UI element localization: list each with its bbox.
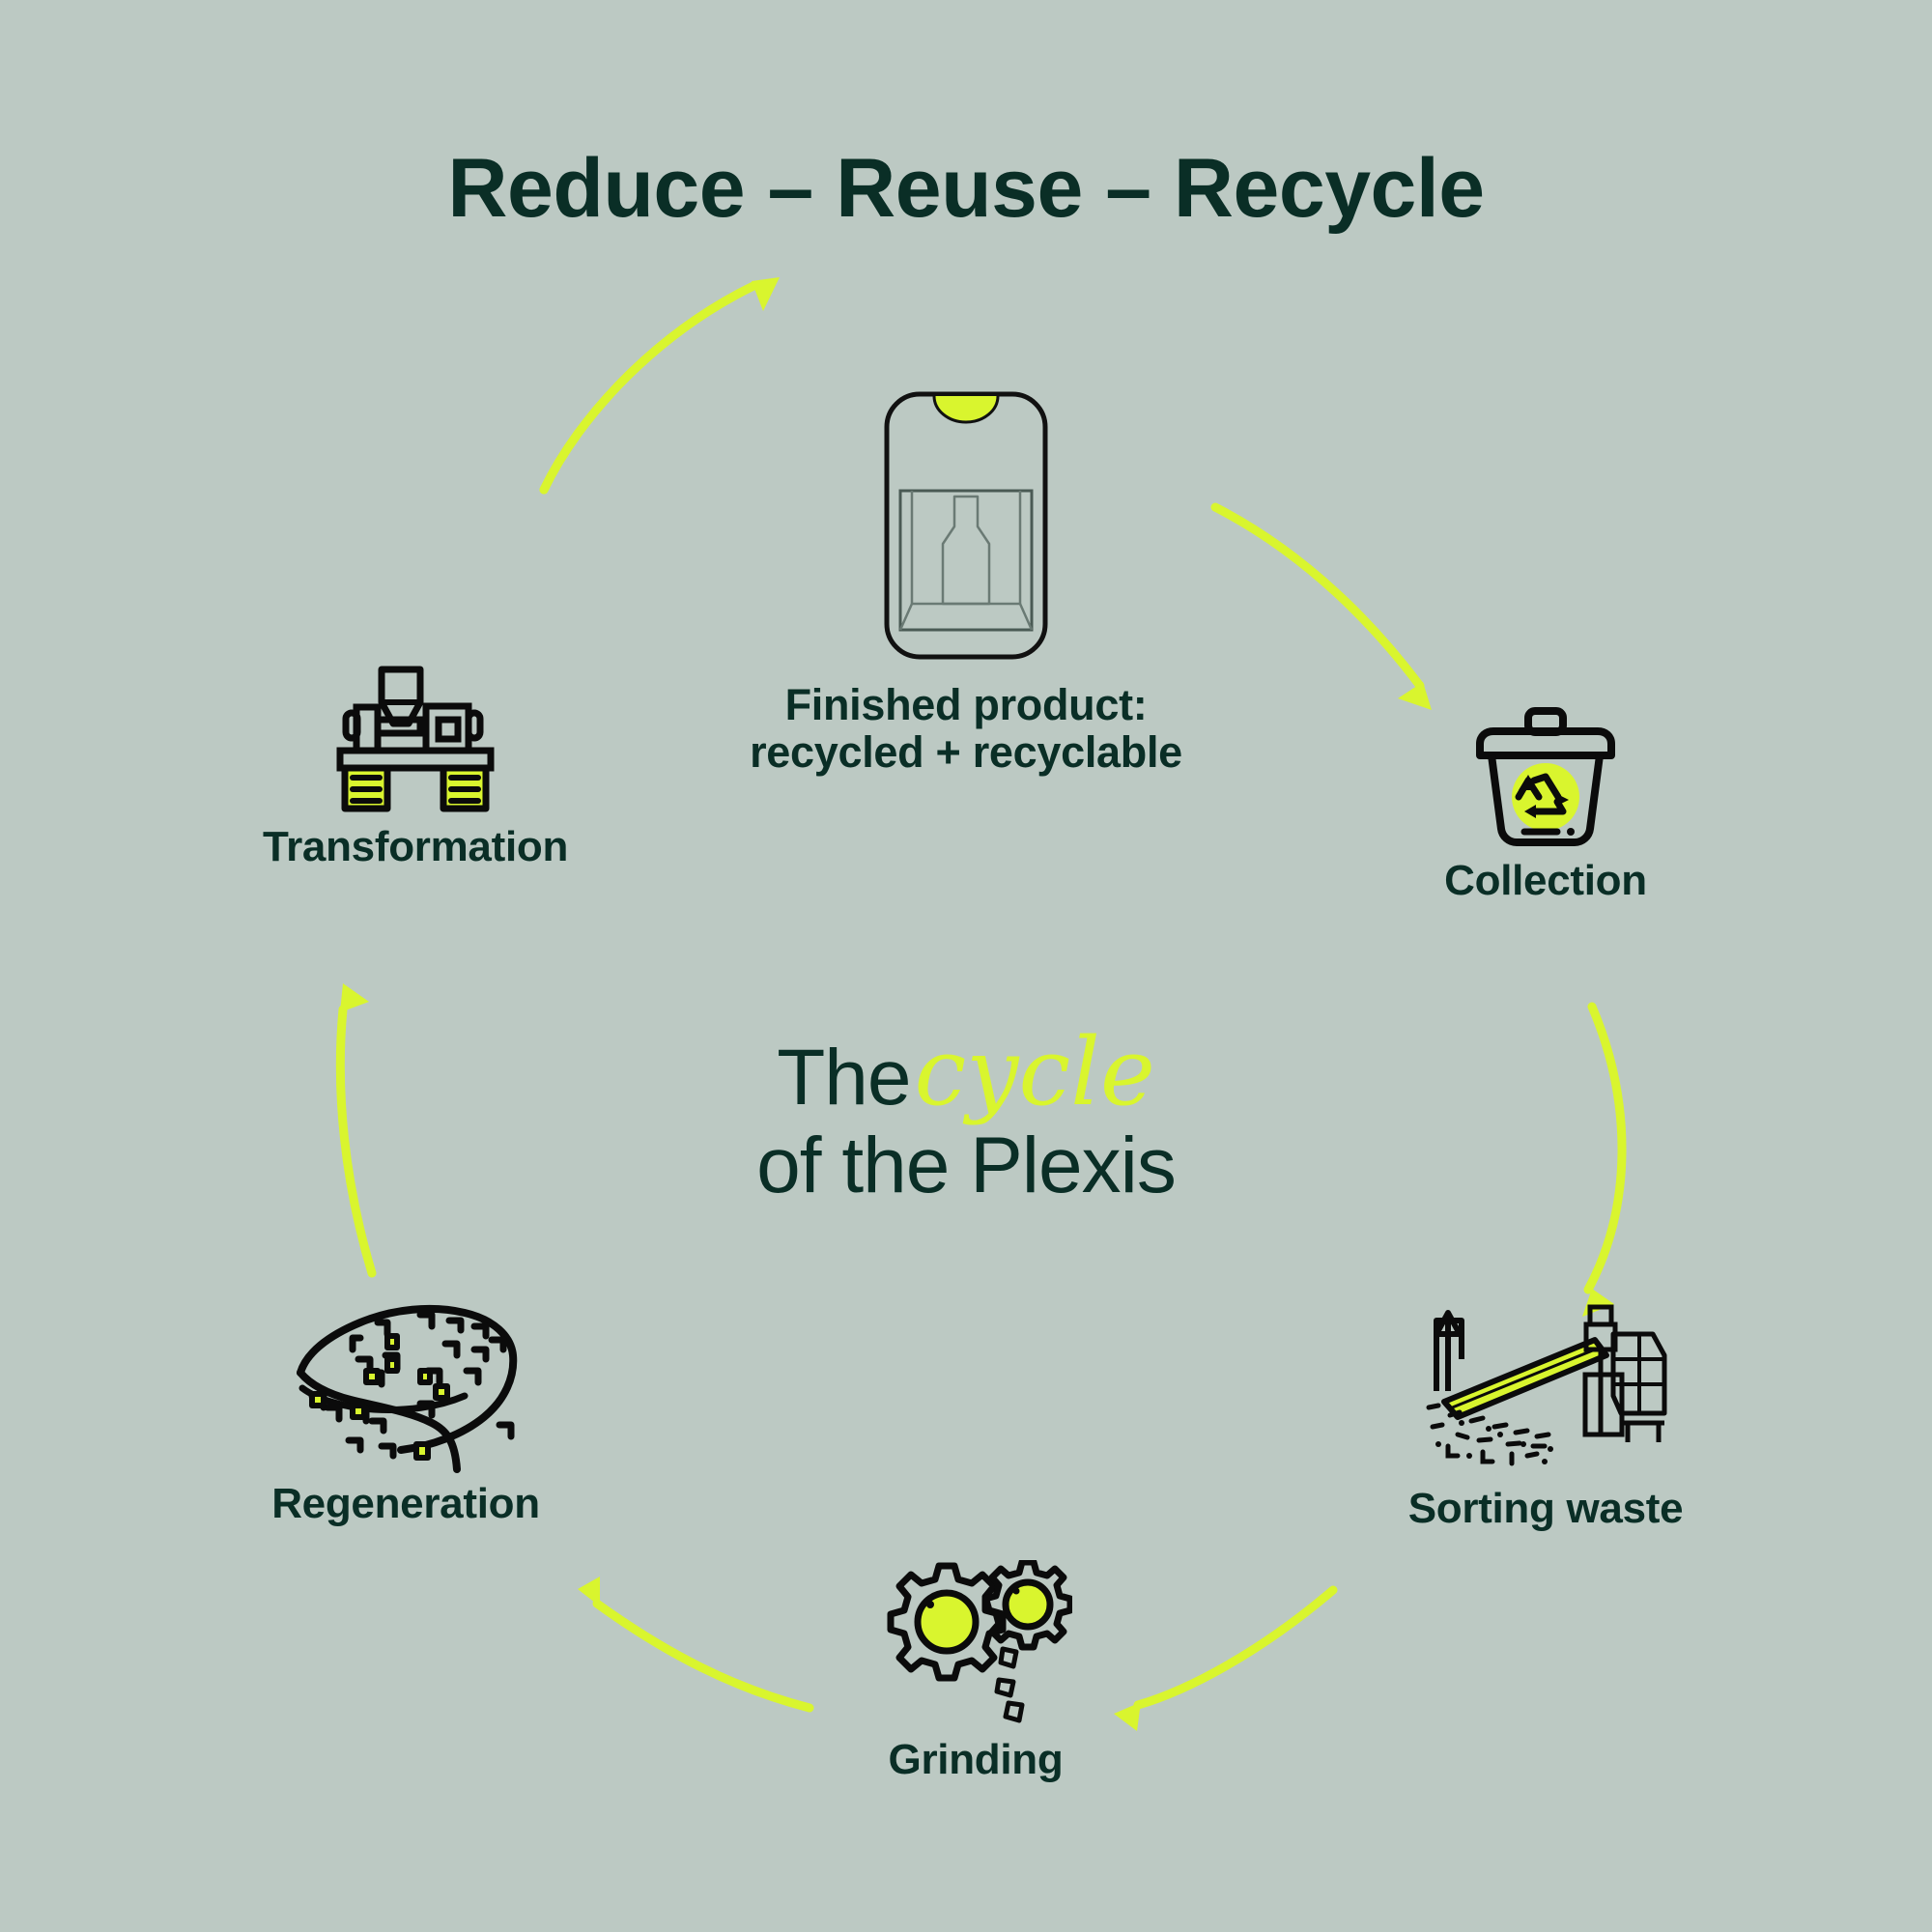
arrow-collection-to-sorting (1582, 1002, 1627, 1317)
cycle-node-label-finished-product: Finished product: recycled + recyclable (750, 680, 1182, 777)
center-lockup: Thecycle of the Plexis (483, 1023, 1449, 1209)
cycle-node-sorting-waste[interactable]: Sorting waste (1352, 1299, 1739, 1532)
packaged-bottle-icon (884, 391, 1048, 660)
extrusion-machine-icon (336, 666, 494, 812)
gears-grinding-icon (887, 1560, 1072, 1723)
cycle-node-label-transformation: Transformation (262, 823, 569, 870)
recycling-bin-icon (1476, 707, 1615, 846)
arrow-regeneration-to-transformation (335, 983, 377, 1278)
arrow-grinding-to-regeneration (578, 1577, 814, 1713)
cycle-node-label-regeneration: Regeneration (271, 1480, 540, 1527)
cycle-node-regeneration[interactable]: Regeneration (203, 1280, 609, 1527)
plastic-granules-pile-icon (297, 1304, 518, 1473)
cycle-node-grinding[interactable]: Grinding (792, 1560, 1159, 1783)
cycle-node-finished-product[interactable]: Finished product: recycled + recyclable (676, 386, 1256, 776)
cycle-node-label-collection: Collection (1444, 857, 1647, 904)
cycle-node-label-grinding: Grinding (888, 1736, 1064, 1783)
center-line-2: of the Plexis (756, 1121, 1177, 1209)
page-title: Reduce – Reuse – Recycle (447, 142, 1485, 235)
conveyor-sorting-icon (1426, 1304, 1667, 1466)
cycle-node-label-sorting-waste: Sorting waste (1407, 1485, 1684, 1532)
center-line-1-accent: cycle (914, 1018, 1155, 1126)
center-line-1: Thecycle (483, 1023, 1449, 1122)
cycle-node-transformation[interactable]: Transformation (222, 662, 609, 870)
center-line-1-static: The (777, 1034, 911, 1122)
cycle-node-collection[interactable]: Collection (1372, 705, 1719, 904)
